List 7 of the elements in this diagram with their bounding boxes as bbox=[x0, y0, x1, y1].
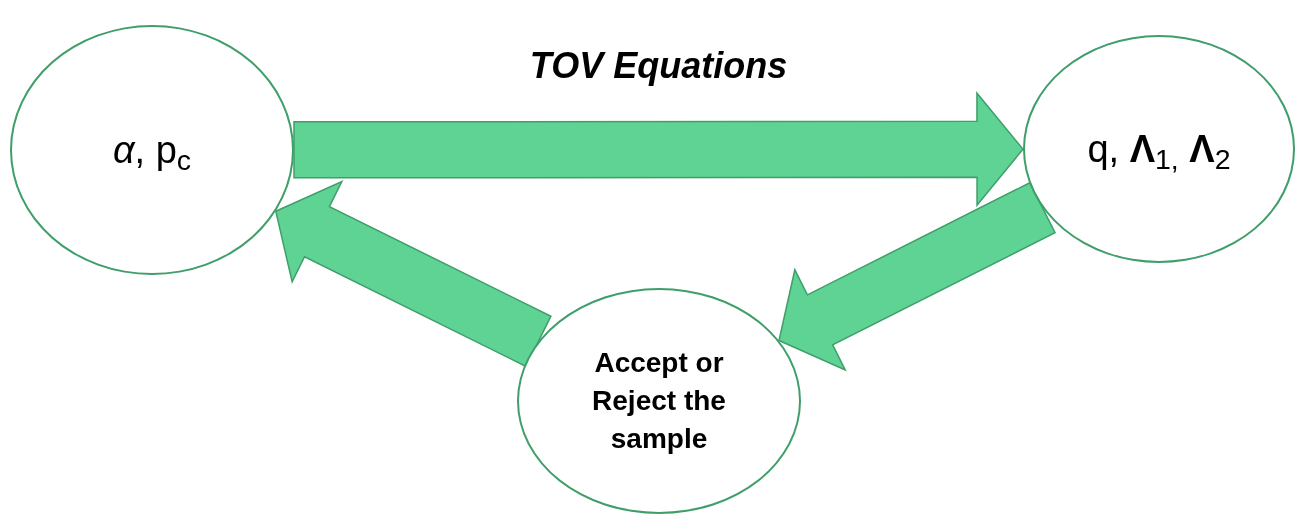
node-text: α, p$_{c}$ bbox=[112, 127, 192, 178]
block-arrow bbox=[274, 179, 552, 368]
block-arrow bbox=[778, 181, 1057, 372]
block-arrow bbox=[293, 91, 1024, 208]
node-text: q, Λ$_{1,}$ Λ$_{2}$ bbox=[1087, 126, 1231, 177]
edge-label: TOV Equations bbox=[529, 44, 788, 89]
node-text: Accept or Reject the sample bbox=[591, 346, 727, 456]
